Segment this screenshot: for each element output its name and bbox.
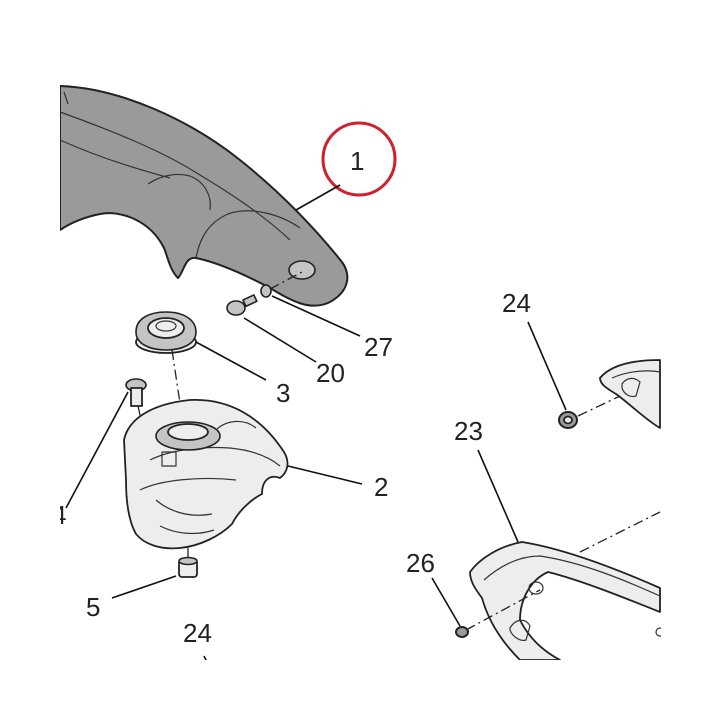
part-2-housing (123, 399, 289, 550)
part-23-bracket (469, 541, 665, 661)
leader-lines (65, 184, 567, 663)
callout-24-bottom: 24 (183, 618, 212, 648)
callout-2: 2 (374, 472, 388, 502)
part-4-bolt (125, 378, 147, 407)
callout-26: 26 (406, 548, 435, 578)
crop-mask-right (661, 0, 720, 720)
crop-mask-bottom (0, 660, 720, 720)
callout-23: 23 (454, 416, 483, 446)
part-20-screw (226, 294, 258, 316)
callout-20: 20 (316, 358, 345, 388)
part-1-cover (59, 85, 349, 307)
callout-3: 3 (276, 378, 290, 408)
part-5-foot (178, 556, 198, 578)
callout-24-top: 24 (502, 288, 531, 318)
part-27-washer (260, 284, 272, 298)
part-24-grommet-right (558, 411, 578, 429)
right-upper-bracket (599, 359, 661, 429)
part-3-grommet (135, 311, 197, 354)
highlight-circle (321, 121, 397, 197)
callout-27: 27 (364, 332, 393, 362)
crop-mask-left (0, 0, 60, 720)
callout-1: 1 (350, 146, 364, 176)
part-26-nut (455, 626, 469, 638)
callout-5: 5 (86, 592, 100, 622)
